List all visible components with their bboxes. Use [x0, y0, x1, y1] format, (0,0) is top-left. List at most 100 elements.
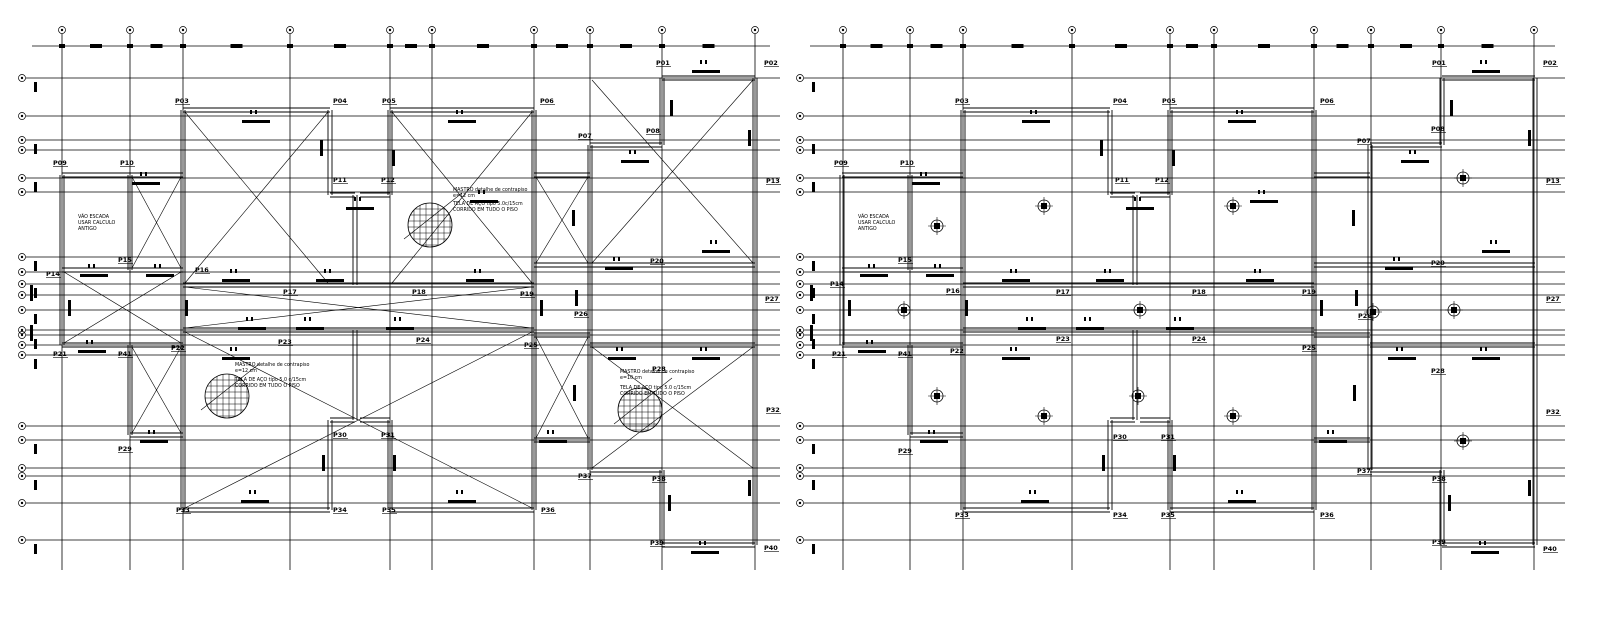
grid-bubble-dot — [798, 474, 802, 478]
note-text: TELA DE AÇO tipo 5.0 c/15cm — [619, 385, 692, 391]
grid-bubble — [18, 472, 26, 480]
beam-mark — [242, 120, 270, 123]
beam-mark — [479, 269, 481, 273]
beam-mark — [478, 190, 480, 194]
beam-mark — [1241, 110, 1243, 114]
beam-mark — [448, 500, 476, 503]
beam-mark — [668, 495, 671, 511]
beam-mark — [1327, 430, 1329, 434]
note-text: ANTIGO — [78, 226, 97, 232]
beam-mark — [705, 347, 707, 351]
grid-bubble-dot — [20, 114, 24, 118]
beam-mark — [1026, 317, 1028, 321]
grid-bubble — [796, 136, 804, 144]
beam-mark — [1484, 541, 1486, 545]
beam-mark — [316, 279, 344, 282]
pillar-label: P10 — [120, 159, 134, 167]
beam-mark — [1069, 44, 1075, 48]
grid-bubble-dot — [798, 308, 802, 312]
grid-bubble-dot — [798, 328, 802, 332]
note-text: MASTRO detalhe de contrapiso — [235, 362, 309, 368]
beam-mark — [150, 44, 163, 48]
beam-mark — [154, 264, 156, 268]
beam-mark — [461, 490, 463, 494]
detail-circle — [204, 373, 250, 419]
grid-bubble-dot — [908, 28, 912, 32]
grid-bubble-dot — [20, 424, 24, 428]
grid-bubble — [796, 464, 804, 472]
pillar-label: P31 — [1161, 433, 1175, 441]
grid-bubble — [18, 436, 26, 444]
pillar-label: P13 — [766, 177, 780, 185]
beam-mark — [840, 44, 846, 48]
beam-mark — [1126, 207, 1154, 210]
beam-mark — [1109, 269, 1111, 273]
beam-mark — [1010, 269, 1012, 273]
pillar-label: P22 — [171, 344, 185, 352]
beam-mark — [1414, 150, 1416, 154]
beam-mark — [80, 274, 108, 277]
pillar-label: P07 — [1357, 137, 1371, 145]
pillar-label: P18 — [1192, 288, 1206, 296]
grid-bubble-dot — [20, 176, 24, 180]
beam-mark — [691, 551, 719, 554]
grid-bubble — [18, 146, 26, 154]
beam-mark — [1480, 60, 1482, 64]
grid-bubble-dot — [20, 438, 24, 442]
grid-bubble-dot — [798, 255, 802, 259]
beam-mark — [810, 285, 813, 301]
pillar-label: P14 — [830, 280, 844, 288]
grid-bubble — [58, 26, 66, 34]
beam-mark — [146, 274, 174, 277]
slab-diagonal — [391, 111, 533, 284]
beam-mark — [1352, 210, 1355, 226]
beam-mark — [34, 82, 37, 92]
beam-mark — [1259, 269, 1261, 273]
pillar-label: P11 — [1115, 176, 1129, 184]
grid-bubble-dot — [798, 114, 802, 118]
beam-mark — [241, 500, 269, 503]
pillar-label: P01 — [1432, 59, 1446, 67]
grid-bubble — [18, 331, 26, 339]
beam-mark — [1236, 110, 1238, 114]
beam-mark — [928, 430, 930, 434]
beam-mark — [392, 150, 395, 166]
grid-bubble — [18, 188, 26, 196]
grid-bubble-dot — [20, 76, 24, 80]
beam-mark — [1490, 240, 1492, 244]
pillar-label: P41 — [118, 350, 132, 358]
beam-mark — [812, 314, 815, 324]
note-text: MASTRO detalhe de contrapiso — [453, 187, 527, 193]
pillar-label: P32 — [1546, 408, 1560, 416]
beam-mark — [812, 182, 815, 192]
beam-mark — [1236, 490, 1238, 494]
note-text: ANTIGO — [858, 226, 877, 232]
beam-mark — [748, 130, 751, 146]
beam-mark — [1228, 500, 1256, 503]
pillar-label: P35 — [382, 506, 396, 514]
grid-bubble-dot — [20, 538, 24, 542]
beam-mark — [474, 269, 476, 273]
beam-mark — [539, 440, 567, 443]
grid-bubble-dot — [798, 466, 802, 470]
beam-mark — [235, 347, 237, 351]
pillar-label: P26 — [1358, 312, 1372, 320]
pillar-label: P39 — [650, 539, 664, 547]
beam-mark — [34, 339, 37, 349]
beam-mark — [1015, 347, 1017, 351]
grid-bubble — [1068, 26, 1076, 34]
beam-mark — [254, 490, 256, 494]
beam-mark — [322, 455, 325, 471]
beam-mark — [1401, 347, 1403, 351]
beam-mark — [692, 357, 720, 360]
pillar-label: P12 — [1155, 176, 1169, 184]
grid-bubble — [18, 326, 26, 334]
beam-mark — [456, 490, 458, 494]
beam-mark — [1401, 160, 1429, 163]
beam-mark — [1482, 250, 1510, 253]
beam-mark — [812, 444, 815, 454]
grid-bubble — [18, 341, 26, 349]
pillar-label: P22 — [950, 347, 964, 355]
